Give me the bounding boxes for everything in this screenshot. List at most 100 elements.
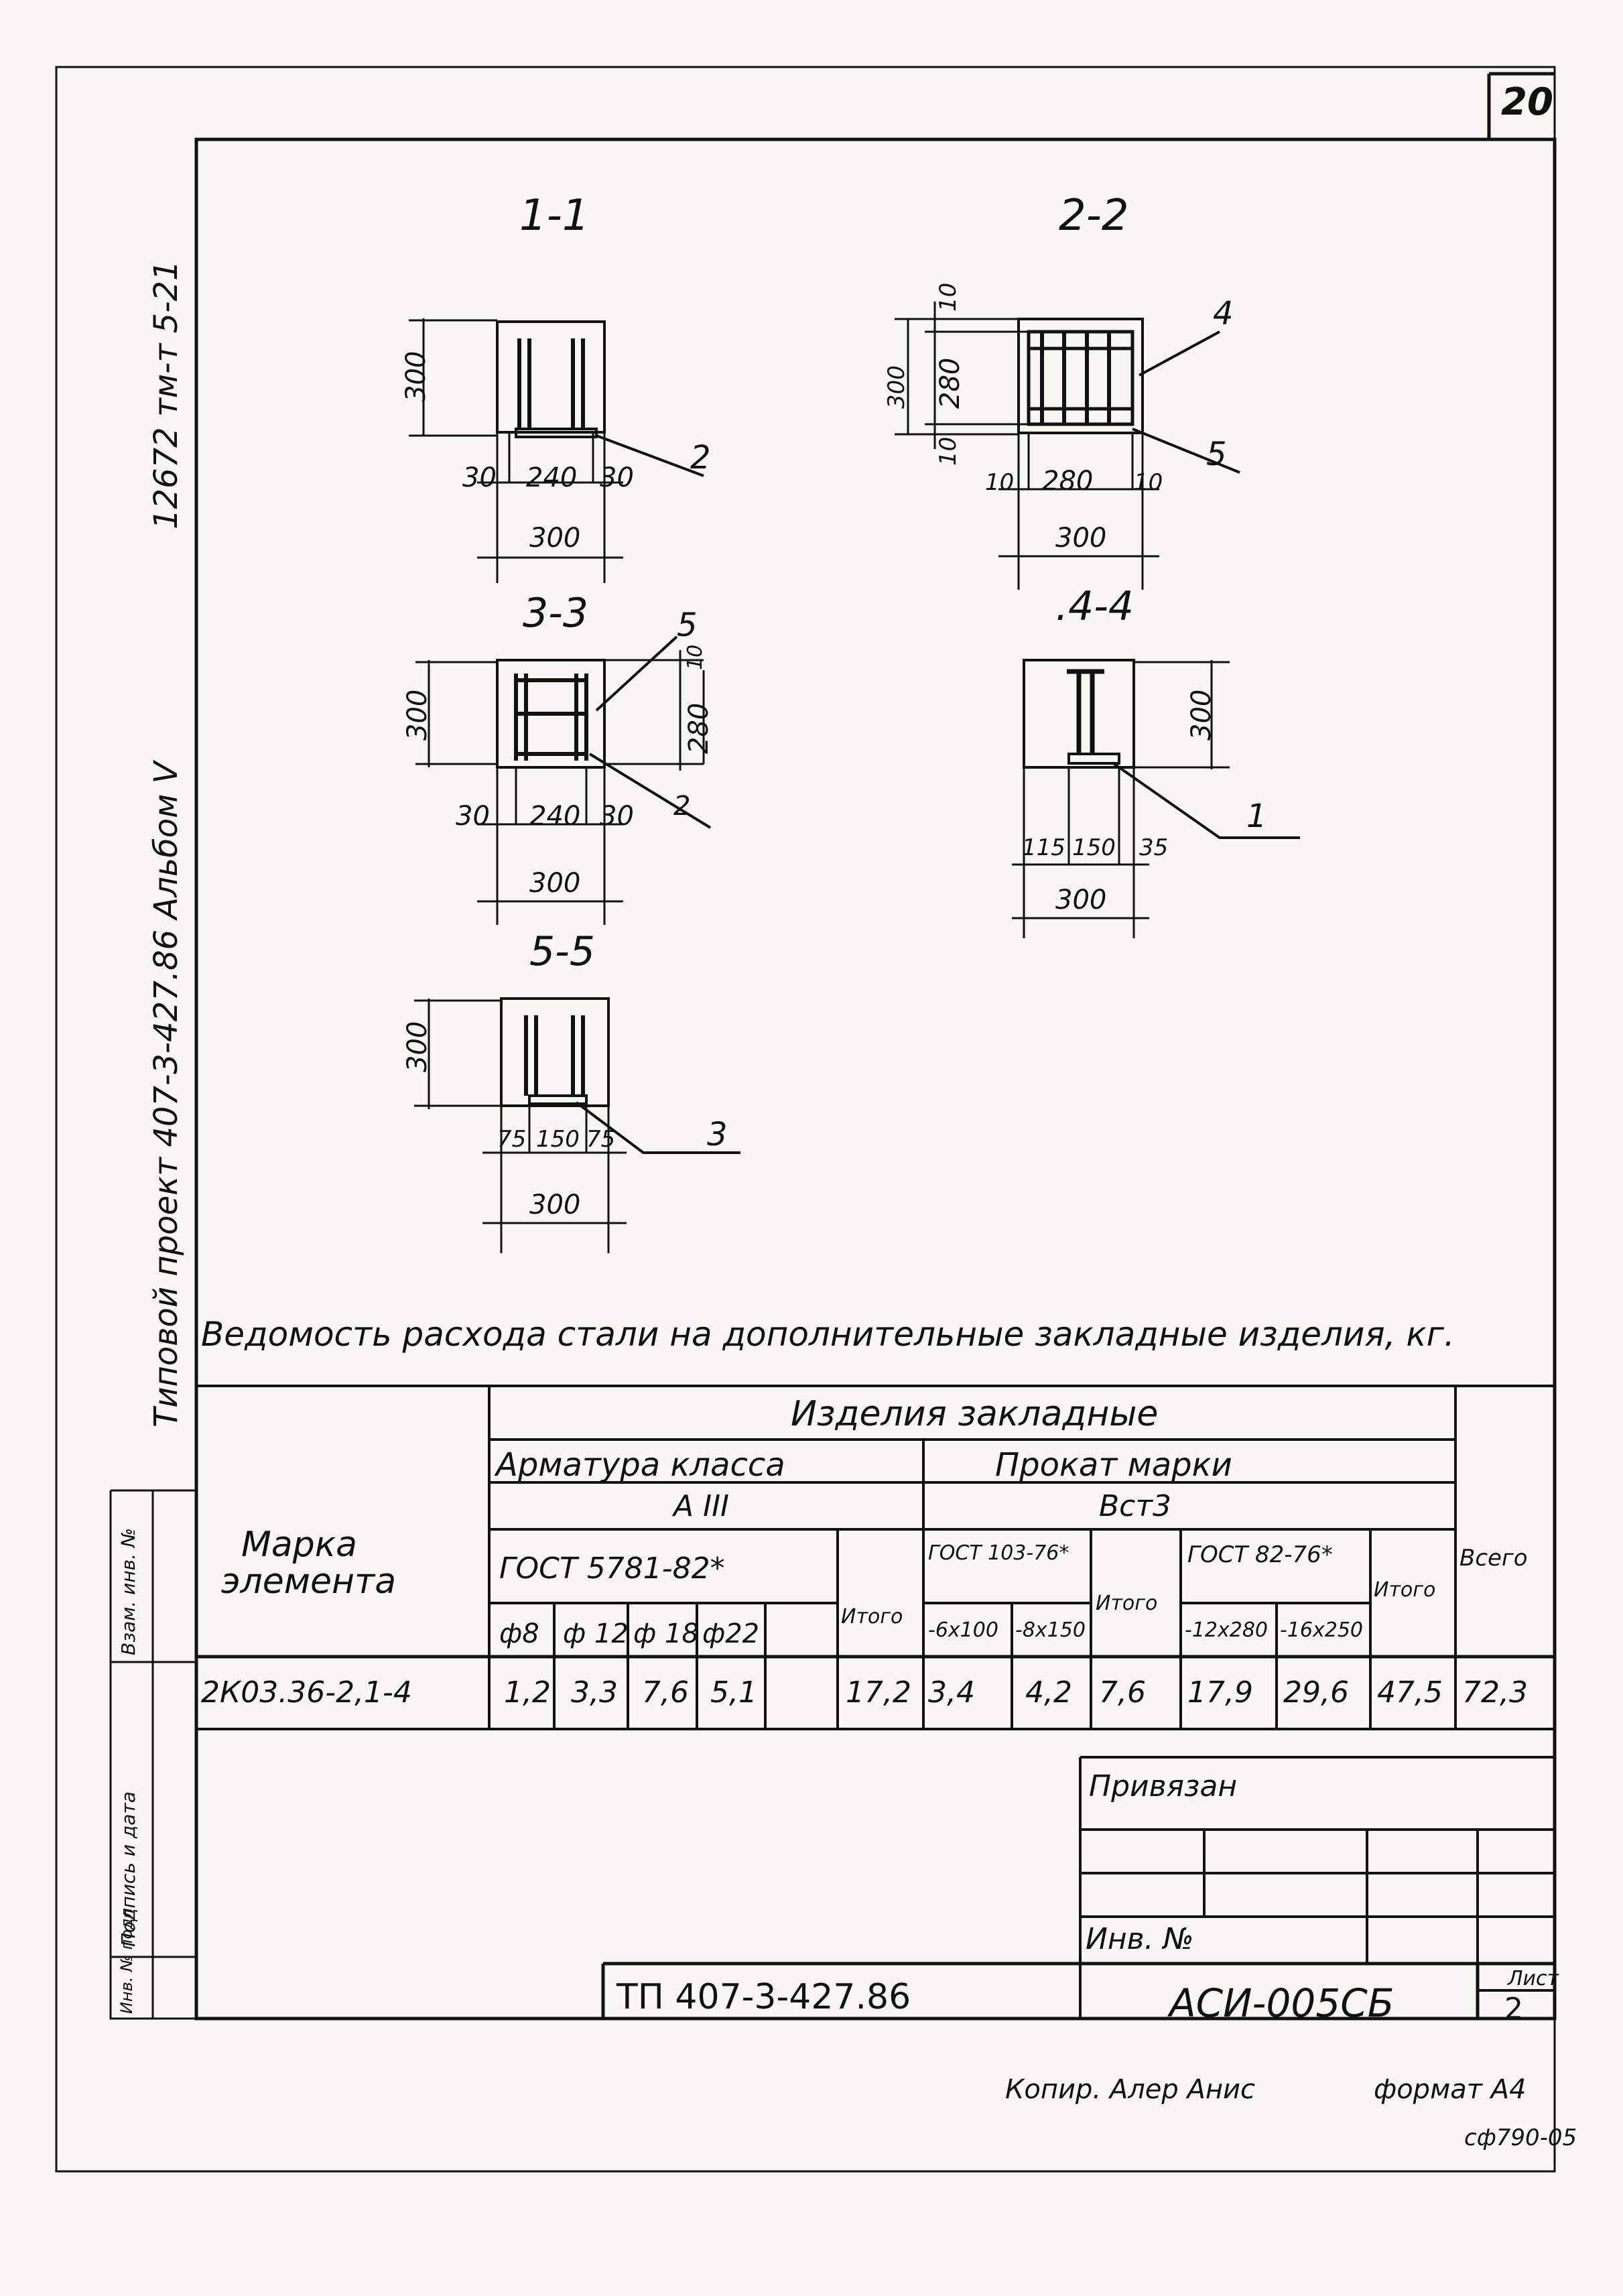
header-gost82-col: -16x250 — [1280, 1618, 1364, 1642]
header-rebar-col: ф 12 — [563, 1618, 629, 1649]
outer-frame — [55, 66, 1556, 2173]
dim-label: 75 — [586, 1126, 616, 1153]
section-1-1 — [409, 318, 704, 583]
dim-label: 30 — [600, 801, 634, 832]
dim-label: 280 — [684, 702, 714, 754]
dim-label: 300 — [401, 350, 432, 402]
section-title: 3-3 — [523, 590, 588, 637]
header-element-line2: элемента — [221, 1561, 397, 1602]
section-title: 1-1 — [519, 191, 590, 241]
table-cell: 5,1 — [710, 1675, 757, 1710]
table-cell: 7,6 — [642, 1675, 689, 1710]
header-subtotal: Итого — [1374, 1578, 1436, 1602]
dim-label: 35 — [1139, 834, 1169, 861]
section-4-4 — [1012, 659, 1300, 938]
table-cell: 29,6 — [1283, 1675, 1349, 1710]
stamp-label-inv-original: Инв. № подл. — [117, 1903, 136, 2014]
dim-label: 115 — [1022, 834, 1065, 861]
header-subtotal: Итого — [841, 1605, 903, 1629]
dim-label: 300 — [529, 523, 581, 554]
position-mark: 1 — [1246, 798, 1267, 835]
dim-label: 10 — [1134, 469, 1163, 496]
header-subtotal: Итого — [1096, 1592, 1158, 1615]
inventory-number-label: Инв. № — [1086, 1922, 1194, 1956]
table-caption: Ведомость расхода стали на дополнительны… — [201, 1315, 1455, 1354]
dim-label: 10 — [684, 644, 707, 670]
dim-label: 30 — [600, 462, 634, 493]
table-cell: 17,2 — [846, 1675, 911, 1710]
dim-label: 10 — [935, 282, 962, 312]
header-grand-total: Всего — [1459, 1545, 1528, 1572]
dim-label: 300 — [402, 689, 433, 741]
header-embedded-items: Изделия закладные — [791, 1394, 1159, 1434]
section-5-5 — [414, 997, 740, 1253]
steel-table-grid — [196, 1385, 1555, 1730]
dim-label: 240 — [529, 801, 581, 832]
position-mark: 3 — [707, 1116, 728, 1153]
section-title: 2-2 — [1059, 191, 1129, 241]
table-cell: 4,2 — [1025, 1675, 1072, 1710]
header-rebar-col: ф 18 — [633, 1618, 699, 1649]
dim-label: 300 — [1186, 689, 1217, 741]
header-rebar-col: ф22 — [702, 1618, 760, 1649]
project-code-vertical: 12672 тм-т 5-21 — [147, 260, 185, 529]
sheet-label: Лист — [1508, 1967, 1559, 1990]
dim-label: 280 — [1042, 466, 1094, 497]
dim-label: 150 — [536, 1126, 580, 1153]
table-cell: 3,4 — [928, 1675, 975, 1710]
dim-label: 300 — [883, 365, 910, 409]
position-mark: 2 — [673, 791, 691, 822]
section-3-3 — [415, 635, 712, 925]
table-cell: 47,5 — [1377, 1675, 1443, 1710]
position-mark: 4 — [1213, 295, 1234, 332]
table-cell: 17,9 — [1187, 1675, 1253, 1710]
header-gost103-col: -8x150 — [1015, 1618, 1086, 1642]
dim-label: 300 — [402, 1021, 433, 1072]
position-mark: 5 — [677, 607, 698, 644]
section-2-2 — [895, 302, 1240, 590]
header-gost82: ГОСТ 82-76* — [1187, 1541, 1333, 1568]
dim-label: 75 — [497, 1126, 527, 1153]
dim-label: 300 — [529, 1190, 581, 1220]
sheet-value: 2 — [1504, 1992, 1523, 2026]
header-element-line1: Марка — [241, 1525, 358, 1565]
sheet-number: 20 — [1501, 80, 1553, 124]
inner-frame — [194, 137, 1557, 2021]
dim-label: 300 — [1055, 523, 1107, 554]
title-block-grid — [601, 1756, 1556, 2019]
project-title-vertical: Типовой проект 407-3-427.86 Альбом V — [147, 761, 185, 1427]
dim-label: 150 — [1072, 834, 1116, 861]
header-gost103: ГОСТ 103-76* — [928, 1541, 1069, 1565]
copier-note: Копир. Алер Анис — [1005, 2074, 1255, 2105]
dim-label: 240 — [526, 462, 578, 493]
dim-label: 10 — [985, 469, 1015, 496]
table-cell: 7,6 — [1099, 1675, 1146, 1710]
sheet-format: формат А4 — [1374, 2074, 1527, 2105]
header-rebar-col: ф8 — [499, 1618, 539, 1649]
serial-number: сф790-05 — [1464, 2124, 1577, 2151]
project-number: ТП 407-3-427.86 — [616, 1977, 911, 2017]
stamp-label-replaced-inv: Взам. инв. № — [117, 1527, 139, 1655]
dim-label: 10 — [935, 436, 962, 466]
table-cell: 1,2 — [504, 1675, 551, 1710]
dim-label: 30 — [462, 462, 497, 493]
position-mark: 2 — [690, 439, 711, 476]
header-gost103-col: -6x100 — [928, 1618, 998, 1642]
dim-label: 280 — [935, 357, 966, 409]
row-element-mark: 2К03.36-2,1-4 — [201, 1675, 412, 1710]
section-title: .4-4 — [1055, 583, 1134, 630]
table-cell: 72,3 — [1462, 1675, 1528, 1710]
header-gost82-col: -12x280 — [1185, 1618, 1269, 1642]
dim-label: 30 — [456, 801, 490, 832]
position-mark: 5 — [1206, 436, 1227, 473]
header-rebar-grade: А III — [673, 1489, 730, 1523]
section-title: 5-5 — [529, 928, 595, 975]
linked-label: Привязан — [1089, 1769, 1238, 1803]
header-rolled-grade: Прокат марки — [995, 1446, 1232, 1484]
header-rolled-steel: Вст3 — [1099, 1489, 1172, 1523]
header-rebar-gost: ГОСТ 5781-82* — [499, 1551, 725, 1586]
drawing-code: АСИ-005СБ — [1169, 1980, 1394, 2026]
table-cell: 3,3 — [571, 1675, 618, 1710]
dim-label: 300 — [529, 868, 581, 899]
